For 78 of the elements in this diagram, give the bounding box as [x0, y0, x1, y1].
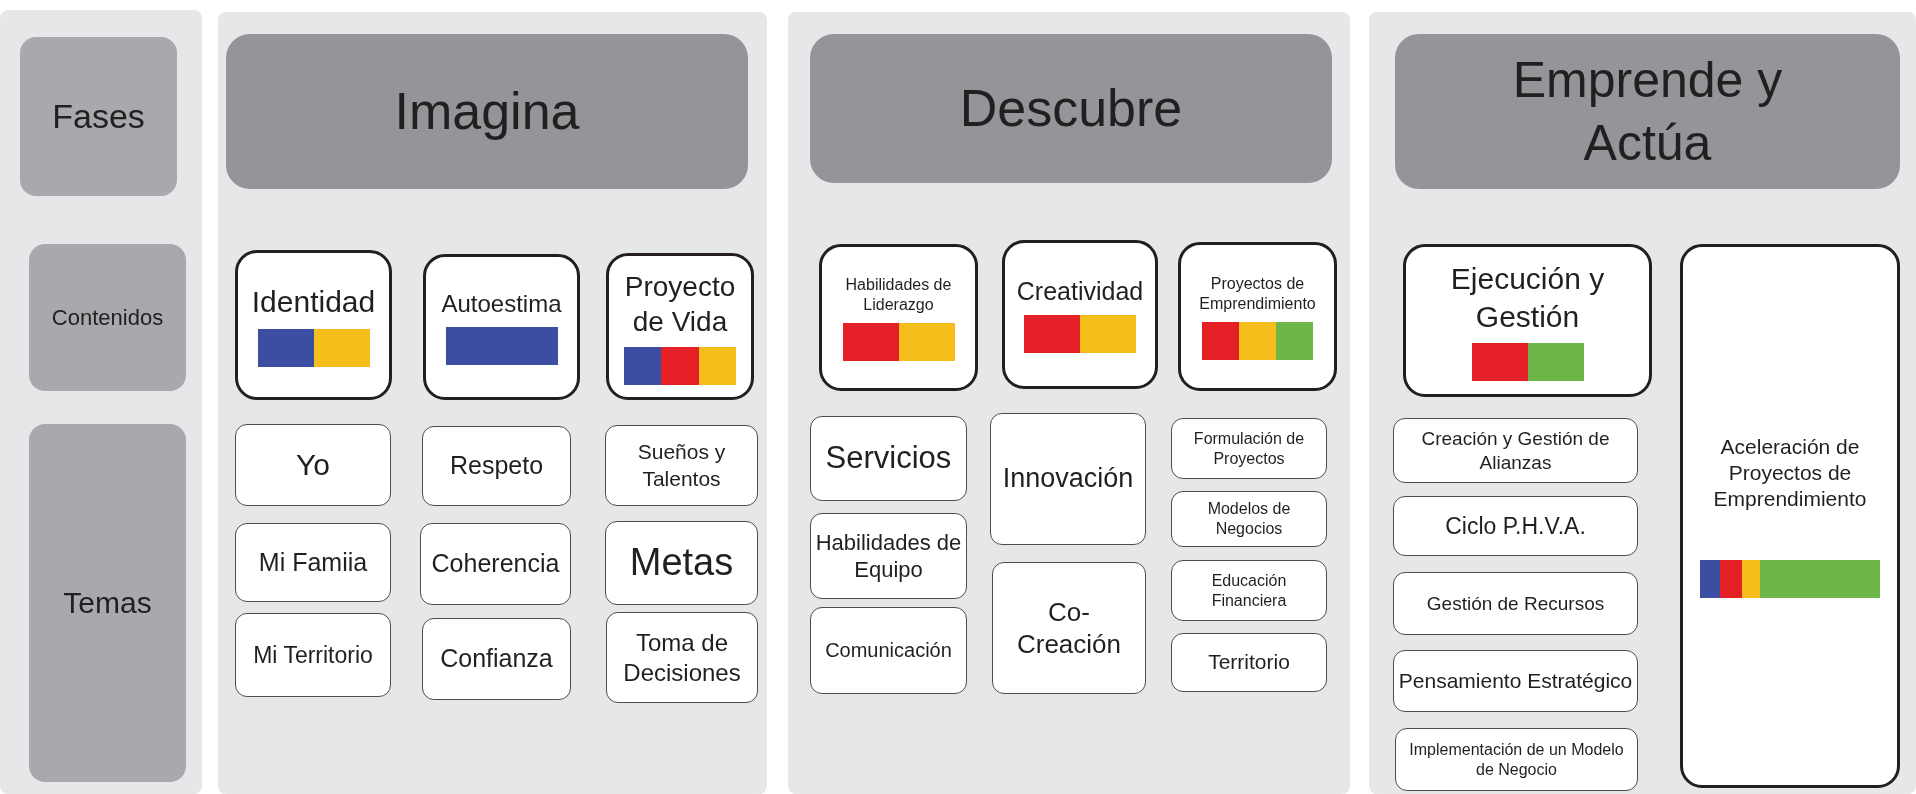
topic-card — [810, 416, 967, 501]
card-text: Mi Territorio — [253, 640, 373, 670]
topic-card — [235, 523, 391, 602]
column-panel — [0, 10, 202, 794]
card-text: Creatividad — [1016, 275, 1144, 307]
topic-card — [1393, 650, 1638, 712]
phase-header — [1395, 34, 1900, 189]
topic-card — [422, 618, 571, 700]
topic-card — [1393, 572, 1638, 635]
row-label — [29, 424, 186, 782]
card-text: Implementación de un Modelo de Negocio — [1408, 739, 1625, 780]
card-text: Temas — [63, 585, 152, 622]
card-text: Descubre — [959, 78, 1183, 139]
card-text: Autoestima — [441, 289, 562, 319]
card-text: Contenidos — [51, 303, 164, 332]
topic-card — [235, 424, 391, 506]
topic-card — [1393, 418, 1638, 483]
column-panel — [788, 12, 1350, 794]
card-text: Modelos de Negocios — [1206, 499, 1292, 539]
card-text: Imagina — [394, 81, 580, 142]
topic-card — [1171, 418, 1327, 479]
content-card — [423, 254, 580, 400]
content-card — [606, 253, 754, 400]
card-text: Sueños y Talentos — [636, 439, 727, 492]
card-text: Identidad — [251, 284, 376, 321]
topic-card — [235, 613, 391, 697]
card-text: Proyectos de Emprendimiento — [1198, 273, 1317, 314]
topic-card — [1171, 560, 1327, 621]
card-text: Servicios — [825, 439, 952, 478]
content-card — [1178, 242, 1337, 391]
content-card — [1002, 240, 1158, 389]
column-panel — [218, 12, 767, 794]
content-card — [819, 244, 978, 391]
topic-card — [605, 521, 758, 605]
card-text: Co-Creación — [1015, 595, 1123, 661]
content-card — [1680, 244, 1900, 788]
card-text: Habilidades de Equipo — [815, 528, 962, 584]
topic-card — [990, 413, 1146, 545]
card-text: Educación Financiera — [1210, 570, 1288, 611]
topic-card — [1171, 491, 1327, 547]
topic-card — [992, 562, 1146, 694]
card-text: Comunicación — [825, 638, 952, 663]
card-text: Mi Famiia — [258, 546, 368, 578]
topic-card — [810, 513, 967, 599]
card-text: Toma de Decisiones — [622, 627, 742, 688]
card-text: Yo — [296, 447, 330, 484]
card-text: Aceleración de Proyectos de Emprendimiento — [1712, 433, 1868, 513]
card-text: Fases — [52, 96, 145, 138]
card-text: Ciclo P.H.V.A. — [1445, 511, 1586, 541]
card-text: Gestión de Recursos — [1426, 591, 1605, 616]
topic-card — [605, 425, 758, 506]
card-text: Habilidades de Liderazgo — [844, 274, 953, 315]
card-text: Proyecto de Vida — [623, 269, 737, 339]
topic-card — [1395, 728, 1638, 791]
row-label — [20, 37, 177, 196]
content-card — [235, 250, 392, 400]
phase-header — [226, 34, 748, 189]
topic-card — [1393, 496, 1638, 556]
content-card — [1403, 244, 1652, 397]
topic-card — [420, 523, 571, 605]
card-text: Metas — [629, 540, 734, 586]
card-text: Pensamiento Estratégico — [1398, 667, 1633, 694]
topic-card — [422, 426, 571, 506]
card-text: Territorio — [1208, 649, 1290, 676]
topic-card — [1171, 633, 1327, 692]
card-text: Formulación de Proyectos — [1192, 428, 1306, 469]
card-text: Coherencia — [431, 548, 560, 580]
card-text: Respeto — [449, 450, 544, 482]
card-text: Confianza — [440, 643, 553, 675]
card-text: Innovación — [1002, 462, 1134, 496]
row-label — [29, 244, 186, 391]
card-text: Ejecución y Gestión — [1449, 261, 1606, 335]
topic-card — [606, 612, 758, 703]
card-text: Creación y Gestión de Alianzas — [1420, 426, 1611, 475]
topic-card — [810, 607, 967, 694]
phase-header — [810, 34, 1332, 183]
card-text: Emprende y Actúa — [1511, 51, 1784, 173]
column-panel — [1369, 12, 1916, 794]
